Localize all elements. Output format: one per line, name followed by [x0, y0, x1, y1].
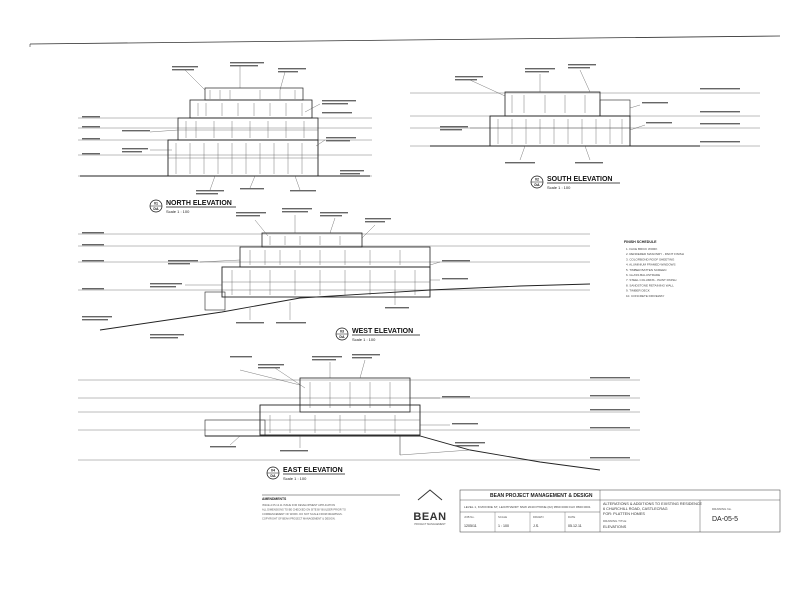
south-ref-top: 02: [535, 178, 539, 182]
title-field-value: 1205/11: [464, 524, 477, 528]
east-elevation-scale: Scale 1 : 100: [283, 476, 307, 481]
finish-schedule-item: 4. ALUMINIUM FRAMED WINDOWS: [626, 263, 676, 267]
company-address: LEVEL 1, 8 MOODIE ST, LEICHHARDT NSW 204…: [464, 505, 591, 509]
north-elevation-scale: Scale 1 : 100: [166, 209, 190, 214]
west-ref-top: 03: [340, 330, 344, 334]
amendment-note: ALL DIMENSIONS TO BE CHECKED ON SITE BY …: [262, 508, 346, 512]
finish-schedule-item: 5. TIMBER BATTEN SCREEN: [626, 268, 666, 272]
title-field-value: 05.12.11: [568, 524, 582, 528]
amendment-note: COMMENCEMENT OF WORK. DO NOT SCALE FROM …: [262, 512, 343, 516]
company-logo-text: BEAN: [413, 511, 446, 523]
finish-schedule-heading: FINISH SCHEDULE: [624, 240, 657, 244]
company-logo-subtext: PROJECT MANAGEMENT: [414, 522, 446, 526]
west-elevation-drawing: [78, 208, 591, 339]
finish-schedule-item: 3. COLORBOND ROOF SHEETING: [626, 257, 675, 261]
sheet-top-border: [29, 35, 781, 45]
south-elevation-scale: Scale 1 : 100: [547, 185, 571, 190]
east-elevation-drawing: [78, 354, 640, 471]
south-elevation-drawing: [410, 64, 760, 164]
east-elevation-title: EAST ELEVATION: [283, 467, 343, 474]
company-name: BEAN PROJECT MANAGEMENT & DESIGN: [490, 493, 593, 499]
amendment-note: COPYRIGHT OF BEAN PROJECT MANAGEMENT & D…: [262, 517, 336, 521]
drawing-title-label: DRAWING TITLE: [603, 519, 626, 523]
east-ref-bottom: DA: [270, 474, 276, 478]
finish-schedule-item: 7. STEEL COLUMNS - PAINT FINISH: [626, 278, 676, 282]
title-field-label: DATE: [568, 515, 575, 519]
title-field-label: DRAWN: [533, 515, 543, 519]
north-ref-bottom: DA: [153, 207, 159, 211]
east-elevation-title-block: 04 DA EAST ELEVATION Scale 1 : 100: [266, 466, 345, 481]
east-ref-top: 04: [271, 469, 275, 473]
drawing-number: DA-05-5: [712, 516, 738, 523]
project-title: ALTERATIONS & ADDITIONS TO EXISTING RESI…: [603, 502, 703, 506]
drawing-number-label: DRAWING No.: [712, 507, 732, 511]
finish-schedule-item: 8. SANDSTONE RETAINING WALL: [626, 283, 674, 287]
finish-schedule-item: 9. TIMBER DECK: [626, 289, 650, 293]
title-block: AMENDMENTS ISSUE A 05.12.11 ISSUE FOR DE…: [262, 489, 781, 533]
title-field-value: J.S.: [533, 524, 539, 528]
title-field-label: SCALE: [498, 515, 507, 519]
south-elevation-title-block: 02 DA SOUTH ELEVATION Scale 1 : 100: [530, 175, 620, 190]
title-field-label: JOB No.: [464, 515, 475, 519]
drawing-title: ELEVATIONS: [603, 525, 627, 529]
north-elevation-title-block: 01 DA NORTH ELEVATION Scale 1 : 100: [149, 199, 236, 214]
finish-schedule-item: 2. RENDERED MASONRY - PAINT FINISH: [626, 252, 684, 256]
north-ref-top: 01: [154, 202, 158, 206]
project-client: FOR: PLATTEN HOMES: [603, 512, 645, 516]
finish-schedule-item: 6. GLASS BALUSTRADE: [626, 273, 660, 277]
west-elevation-title: WEST ELEVATION: [352, 328, 413, 335]
title-field-value: 1 : 100: [498, 524, 509, 528]
south-elevation-title: SOUTH ELEVATION: [547, 176, 612, 183]
project-address: 6 CHURCHILL ROAD, CASTLECRAG: [603, 507, 668, 511]
west-elevation-scale: Scale 1 : 100: [352, 337, 376, 342]
finish-schedule-item: 10. CONCRETE DRIVEWAY: [626, 294, 664, 298]
west-ref-bottom: DA: [339, 335, 345, 339]
west-elevation-title-block: 03 DA WEST ELEVATION Scale 1 : 100: [335, 327, 420, 342]
north-elevation-title: NORTH ELEVATION: [166, 200, 232, 207]
south-ref-bottom: DA: [534, 183, 540, 187]
amendment-note: ISSUE A 05.12.11 ISSUE FOR DEVELOPMENT A…: [262, 503, 335, 507]
amendments-heading: AMENDMENTS: [262, 497, 287, 501]
finish-schedule-item: 1. FACE BRICK WORK: [626, 247, 657, 251]
company-logo: BEAN PROJECT MANAGEMENT: [413, 489, 446, 526]
north-elevation-drawing: [78, 62, 372, 195]
